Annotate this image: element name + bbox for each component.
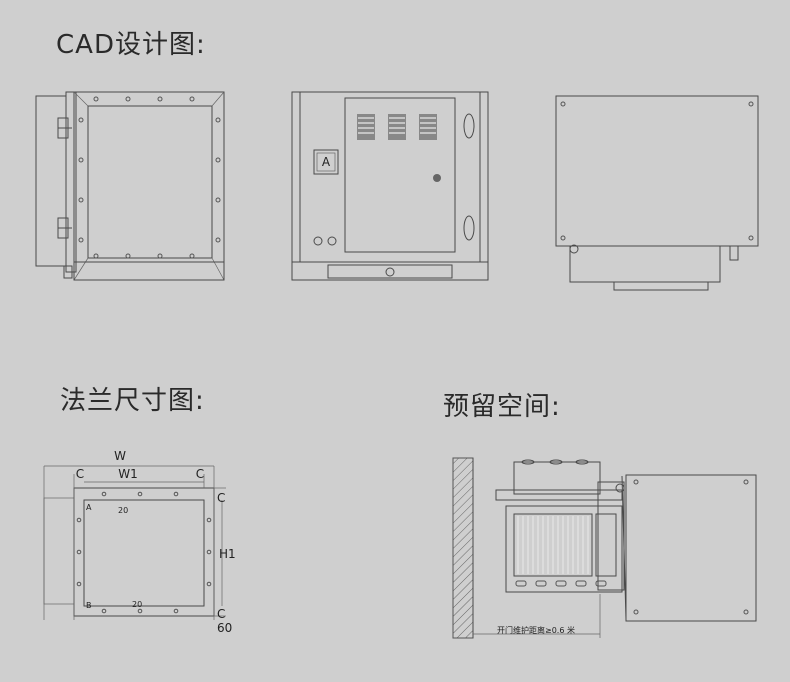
flange-20-bottom: 20 <box>132 600 142 609</box>
space-heading: 预留空间: <box>443 392 561 422</box>
cad-rear-view <box>555 95 759 291</box>
flange-c-right-bottom: C <box>217 607 225 621</box>
space-door-clearance-note: 开门维护距离≥0.6 米 <box>497 625 575 635</box>
flange-point-b: B <box>86 601 92 610</box>
flange-c-top-right: C <box>196 467 204 481</box>
flange-c-top-left: C <box>76 467 84 481</box>
cad-front-view: A <box>291 91 489 281</box>
flange-heading: 法兰尺寸图: <box>60 386 205 416</box>
flange-w1-label: W1 <box>118 467 138 481</box>
flange-c-right-top: C <box>217 491 225 505</box>
cad-heading: CAD设计图: <box>56 30 206 60</box>
cad-panel-label: A <box>322 155 331 169</box>
flange-20-top: 20 <box>118 506 128 515</box>
space-drawing: 开门维护距离≥0.6 米 <box>452 457 757 639</box>
flange-w-label: W <box>114 449 126 463</box>
cad-side-view <box>35 91 225 281</box>
flange-60-label: 60 <box>217 621 232 635</box>
flange-drawing: W W1 C C C H1 C 60 A B 20 20 <box>43 449 236 635</box>
flange-h1-label: H1 <box>219 547 236 561</box>
flange-point-a: A <box>86 503 92 512</box>
